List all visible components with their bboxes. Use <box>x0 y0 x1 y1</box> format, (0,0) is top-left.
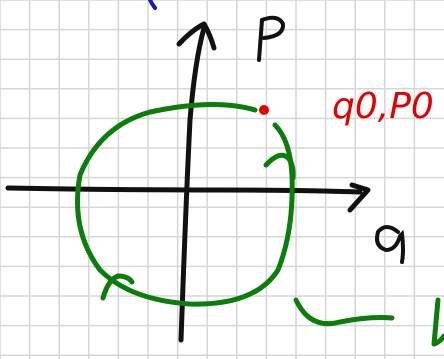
p-axis-label <box>257 15 286 62</box>
initial-point-label: q0,P0 <box>332 86 434 127</box>
orbit-direction-arrow-left <box>100 273 135 301</box>
orbit-curve <box>75 101 295 307</box>
p-axis-line <box>178 25 207 343</box>
phase-orbit <box>75 101 444 347</box>
q-axis-label <box>375 225 405 264</box>
q-axis-line <box>5 185 363 195</box>
initial-point-marker <box>259 105 269 115</box>
cropped-blue-stroke <box>148 0 157 10</box>
cropped-green-glyph <box>431 297 444 347</box>
q-axis-label-text: q <box>376 257 377 259</box>
axes <box>5 21 371 343</box>
partial-green-stroke <box>293 297 395 327</box>
p-axis-arrowhead <box>176 21 217 51</box>
orbit-direction-arrow-right <box>263 152 296 181</box>
q-axis-arrowhead <box>347 182 371 213</box>
